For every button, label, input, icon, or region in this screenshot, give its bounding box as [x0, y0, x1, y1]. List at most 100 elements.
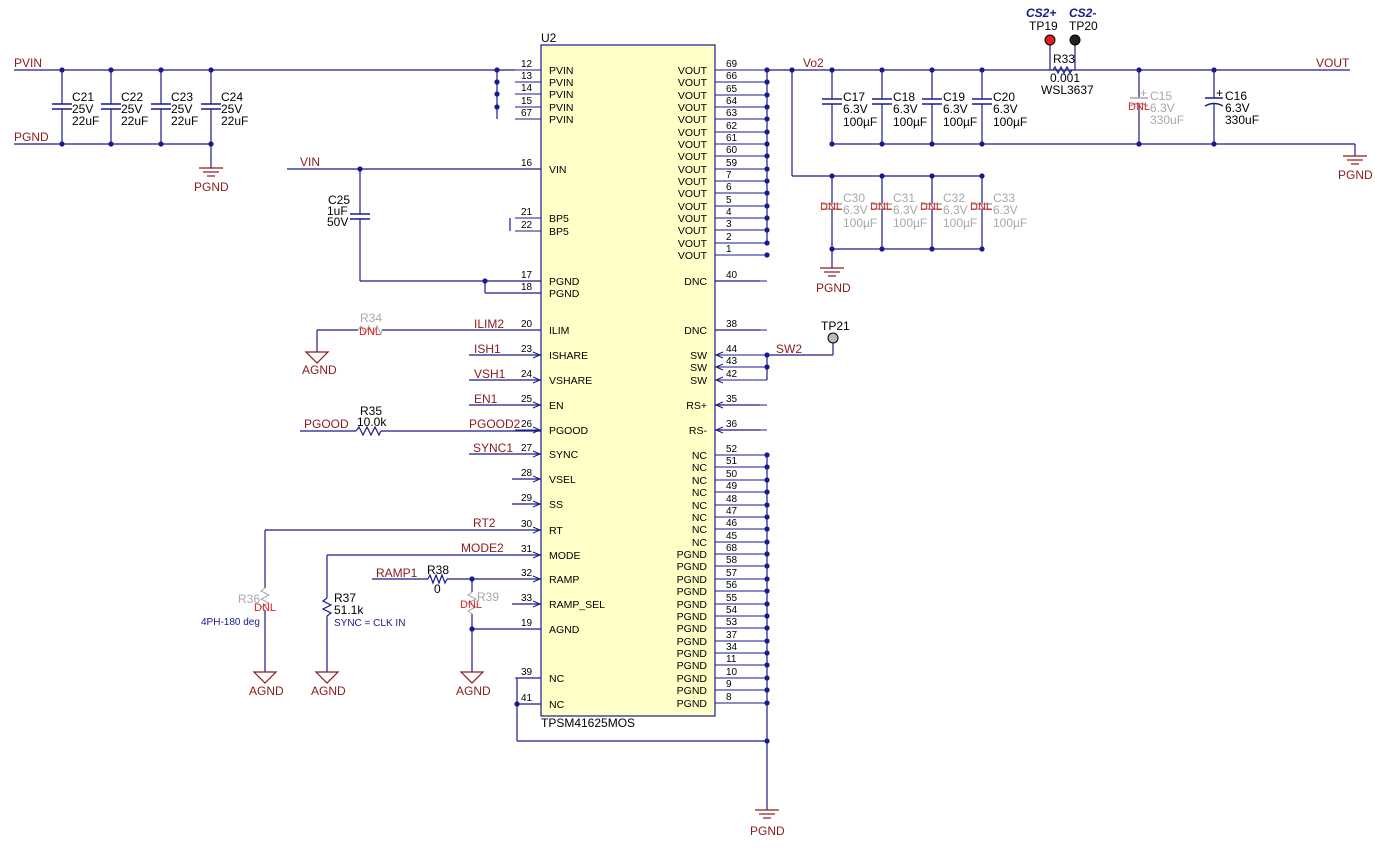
pin-number: 63 — [726, 108, 738, 119]
net-pgood2: PGOOD2 — [469, 417, 521, 431]
gnd-label-pgnd-1: PGND — [194, 180, 229, 194]
net-ish1: ISH1 — [474, 342, 501, 356]
pin-label: VOUT — [678, 225, 708, 237]
pin-label: PGND — [549, 288, 580, 300]
cap-voltage: 25V — [221, 102, 242, 116]
net-vin: VIN — [300, 155, 320, 169]
cap-value: 100µF — [843, 216, 877, 230]
tp19-ref: TP19 — [1029, 19, 1058, 33]
pin-label: VOUT — [678, 90, 708, 102]
gnd-label-pgnd-4: PGND — [750, 824, 785, 838]
tp20-label: CS2- — [1069, 6, 1096, 20]
pin-number: 17 — [521, 270, 533, 281]
cap-ref: C24 — [221, 90, 243, 104]
ic-ref: U2 — [541, 31, 557, 45]
pin-number: 20 — [521, 319, 533, 330]
pin-number: 12 — [521, 59, 533, 70]
pin-number: 37 — [726, 630, 738, 641]
tp21-marker — [827, 332, 839, 344]
pin-number: 67 — [521, 108, 533, 119]
pin-number: 9 — [726, 679, 732, 690]
net-vo2: Vo2 — [803, 56, 824, 70]
pin-label: VOUT — [678, 250, 708, 262]
pin-label: VSHARE — [549, 375, 592, 387]
pin-label: AGND — [549, 624, 580, 636]
output-section: Vo2 VOUT C176.3V100µFC186.3V100µFC196.3V… — [715, 6, 1373, 838]
pin-label: VOUT — [678, 151, 708, 163]
pin-label: PVIN — [549, 102, 574, 114]
cap-voltage: 6.3V — [893, 102, 918, 116]
cap-value: 22uF — [121, 114, 148, 128]
pin-number: 27 — [521, 443, 533, 454]
pin-label: VOUT — [678, 201, 708, 213]
cap-ref: C22 — [121, 90, 143, 104]
pin-label: VOUT — [678, 102, 708, 114]
cap-voltage: 6.3V — [893, 203, 918, 217]
cap-value: 100µF — [993, 216, 1027, 230]
ground-symbol — [820, 267, 844, 277]
pin-label: NC — [549, 699, 565, 711]
r37-ref: R37 — [334, 591, 356, 605]
cap-value: 22uF — [171, 114, 198, 128]
vin-section: VIN C25 1uF 50V — [287, 155, 541, 294]
pin-number: 69 — [726, 59, 738, 70]
pin-number: 42 — [726, 369, 738, 380]
pin-number: 38 — [726, 319, 738, 330]
pin-label: RS- — [689, 425, 708, 437]
cap-dnl-mark: DNL — [870, 201, 892, 213]
pin-number: 8 — [726, 692, 732, 703]
c15-plus: + — [1140, 86, 1147, 100]
cap-ref: C17 — [843, 90, 865, 104]
pin-number: 47 — [726, 506, 738, 517]
pin-number: 11 — [726, 654, 737, 665]
pin-number: 51 — [726, 456, 738, 467]
pin-label: PVIN — [549, 89, 574, 101]
cap-value: 100µF — [893, 216, 927, 230]
pin-number: 16 — [521, 158, 533, 169]
pin-label: VSEL — [549, 474, 576, 486]
pin-label: DNC — [684, 276, 707, 288]
left-pin-group: 12PVIN13PVIN14PVIN15PVIN67PVIN16VIN21BP5… — [515, 59, 605, 711]
pin-label: PGND — [677, 574, 708, 586]
pin-label: VOUT — [678, 114, 708, 126]
pin-number: 26 — [521, 419, 533, 430]
pin-label: PGND — [677, 660, 708, 672]
pin-number: 43 — [726, 356, 738, 367]
pin-label: NC — [692, 487, 708, 499]
pin-number: 50 — [726, 469, 738, 480]
net-pvin: PVIN — [14, 56, 42, 70]
r39-ref: R39 — [477, 590, 499, 604]
pin-number: 1 — [726, 244, 732, 255]
pin-label: PVIN — [549, 65, 574, 77]
pin-number: 33 — [521, 593, 533, 604]
pin-number: 64 — [726, 96, 738, 107]
tp20-marker — [1069, 34, 1081, 46]
cap-voltage: 25V — [121, 102, 142, 116]
pin-number: 18 — [521, 282, 533, 293]
pin-label: NC — [692, 537, 708, 549]
pin-label: SW — [690, 375, 707, 387]
pin-number: 14 — [521, 83, 533, 94]
cap-dnl-mark: DNL — [920, 201, 942, 213]
